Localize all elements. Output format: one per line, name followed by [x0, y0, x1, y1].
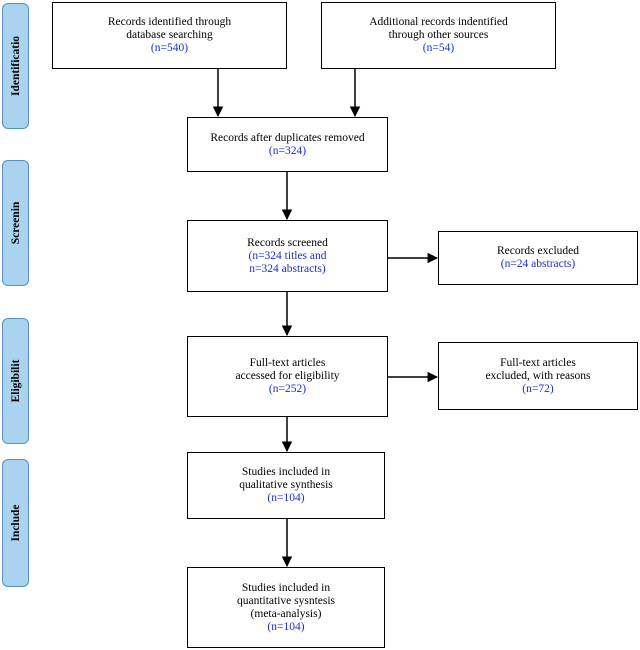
box-fulltext-assessed-line2: accessed for eligibility	[235, 370, 340, 382]
box-fulltext-excluded: Full-text articles excluded, with reason…	[438, 342, 638, 410]
box-other-sources: Additional records indentified through o…	[321, 2, 556, 69]
box-fulltext-excluded-line1: Full-text articles	[500, 356, 576, 369]
box-duplicates-removed-count: (n=324)	[268, 144, 307, 157]
box-fulltext-excluded-count: (n=72)	[522, 382, 554, 395]
box-qualitative-synthesis-count: (n=104)	[267, 492, 305, 504]
box-fulltext-assessed: Full-text articles accessed for eligibil…	[187, 336, 388, 417]
box-database-records: Records identified through database sear…	[52, 2, 287, 69]
box-duplicates-removed-line1: Records after duplicates removed	[210, 131, 365, 144]
box-quantitative-synthesis-line2: quantitative sysntesis	[236, 594, 336, 607]
box-qualitative-synthesis-line1: Studies included in	[241, 466, 331, 478]
box-quantitative-synthesis-count: (n=104)	[267, 620, 305, 633]
box-qualitative-synthesis-line2: qualitative synthesis	[239, 479, 333, 491]
box-qualitative-synthesis: Studies included in qualitative synthesi…	[187, 452, 385, 519]
box-records-excluded: Records excluded (n=24 abstracts)	[438, 231, 638, 285]
phase-identification: Identificatio	[2, 3, 29, 129]
box-database-records-line2: database searching	[126, 29, 213, 41]
box-fulltext-excluded-line2: excluded, with reasons	[485, 369, 591, 382]
box-database-records-count: (n=540)	[150, 42, 189, 54]
box-database-records-line1: Records identified through	[107, 16, 232, 28]
box-duplicates-removed: Records after duplicates removed (n=324)	[187, 117, 388, 172]
box-records-excluded-line1: Records excluded	[496, 245, 580, 257]
box-fulltext-assessed-line1: Full-text articles	[249, 357, 326, 369]
box-quantitative-synthesis-line3: (meta-analysis)	[250, 607, 322, 620]
box-quantitative-synthesis-line1: Studies included in	[241, 581, 331, 594]
box-records-screened-line1: Records screened	[247, 236, 328, 249]
phase-included: Include	[2, 459, 29, 587]
box-records-screened-count-line1: (n=324 titles and	[248, 249, 327, 262]
box-quantitative-synthesis: Studies included in quantitative sysntes…	[187, 567, 385, 648]
box-records-screened: Records screened (n=324 titles and n=324…	[187, 220, 388, 292]
box-records-excluded-count: (n=24 abstracts)	[500, 258, 576, 270]
phase-screening: Screenin	[2, 160, 29, 286]
phase-eligibility: Eligibilit	[2, 318, 29, 444]
box-other-sources-line1: Additional records indentified	[369, 16, 508, 28]
box-fulltext-assessed-count: (n=252)	[268, 383, 307, 395]
box-other-sources-line2: through other sources	[388, 29, 489, 41]
box-other-sources-count: (n=54)	[422, 42, 455, 54]
box-records-screened-count-line2: n=324 abstracts)	[249, 262, 326, 275]
